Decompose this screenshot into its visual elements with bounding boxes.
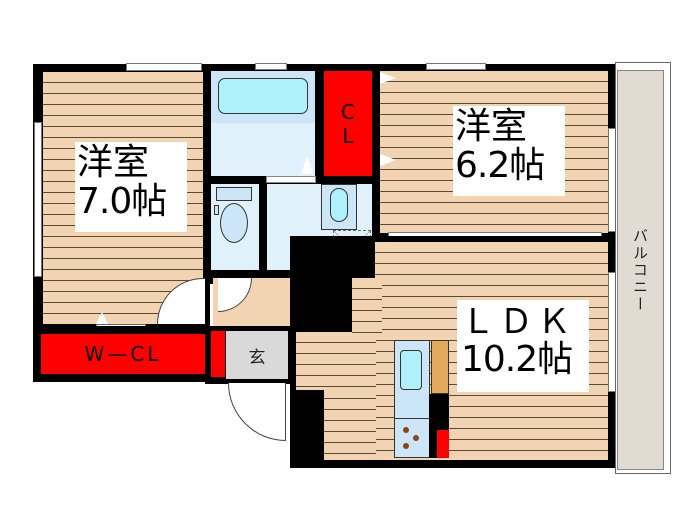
entrance-label: 玄 bbox=[248, 347, 266, 368]
toilet-tank-icon bbox=[216, 187, 252, 201]
room-1-window-top[interactable] bbox=[126, 63, 202, 71]
western-room-2-label: 洋室 6.2帖 bbox=[453, 106, 565, 196]
ldk-floor-mid bbox=[352, 278, 382, 334]
walk-in-closet-label: W—CL bbox=[84, 342, 162, 366]
bath-door-marker bbox=[301, 156, 313, 174]
room-1-window-left[interactable] bbox=[34, 122, 42, 277]
stove-burner-icon-1 bbox=[403, 427, 409, 433]
bathtub-icon bbox=[218, 78, 308, 114]
wash-door[interactable] bbox=[266, 176, 316, 183]
stove-burner-icon-2 bbox=[413, 435, 419, 441]
toilet-paper-icon bbox=[214, 205, 219, 215]
entrance-genkan: 玄 bbox=[226, 331, 288, 379]
closet-label-c: C bbox=[341, 100, 355, 124]
western-room-1-size: 7.0帖 bbox=[77, 180, 167, 222]
ldk-name: ＬＤＫ bbox=[461, 302, 575, 342]
western-room-2-size: 6.2帖 bbox=[455, 144, 545, 186]
western-room-2-floor bbox=[380, 71, 608, 233]
cl-door-marker-1 bbox=[380, 72, 396, 84]
bath-window[interactable] bbox=[255, 63, 287, 70]
kitchen-side-counter bbox=[431, 340, 449, 394]
closet-label-l: L bbox=[342, 124, 354, 148]
ldk-size: 10.2帖 bbox=[461, 338, 573, 380]
room-2-window-top[interactable] bbox=[426, 63, 486, 70]
ldk-floor-left-lower bbox=[324, 388, 376, 460]
toilet-bowl-icon bbox=[220, 203, 248, 243]
ldk-floor-left bbox=[296, 332, 376, 390]
cl-door-marker-2 bbox=[380, 154, 396, 166]
balcony-label: バルコニー bbox=[631, 227, 649, 313]
western-room-1-label: 洋室 7.0帖 bbox=[75, 142, 187, 232]
fridge-closet bbox=[437, 430, 449, 458]
walk-in-closet: W—CL bbox=[41, 334, 205, 374]
closet-cl: C L bbox=[324, 71, 372, 177]
balcony: バルコニー bbox=[617, 70, 664, 470]
western-room-1-name: 洋室 bbox=[77, 142, 150, 183]
stove-divider bbox=[394, 418, 430, 419]
kitchen-sink-icon bbox=[400, 350, 422, 390]
ldk-label: ＬＤＫ 10.2帖 bbox=[457, 300, 589, 392]
stove-burner-icon-3 bbox=[403, 443, 409, 449]
western-room-2-name: 洋室 bbox=[455, 106, 528, 147]
shoe-closet bbox=[211, 331, 225, 377]
wcl-door-marker bbox=[96, 312, 108, 324]
washbasin-icon bbox=[330, 188, 348, 222]
